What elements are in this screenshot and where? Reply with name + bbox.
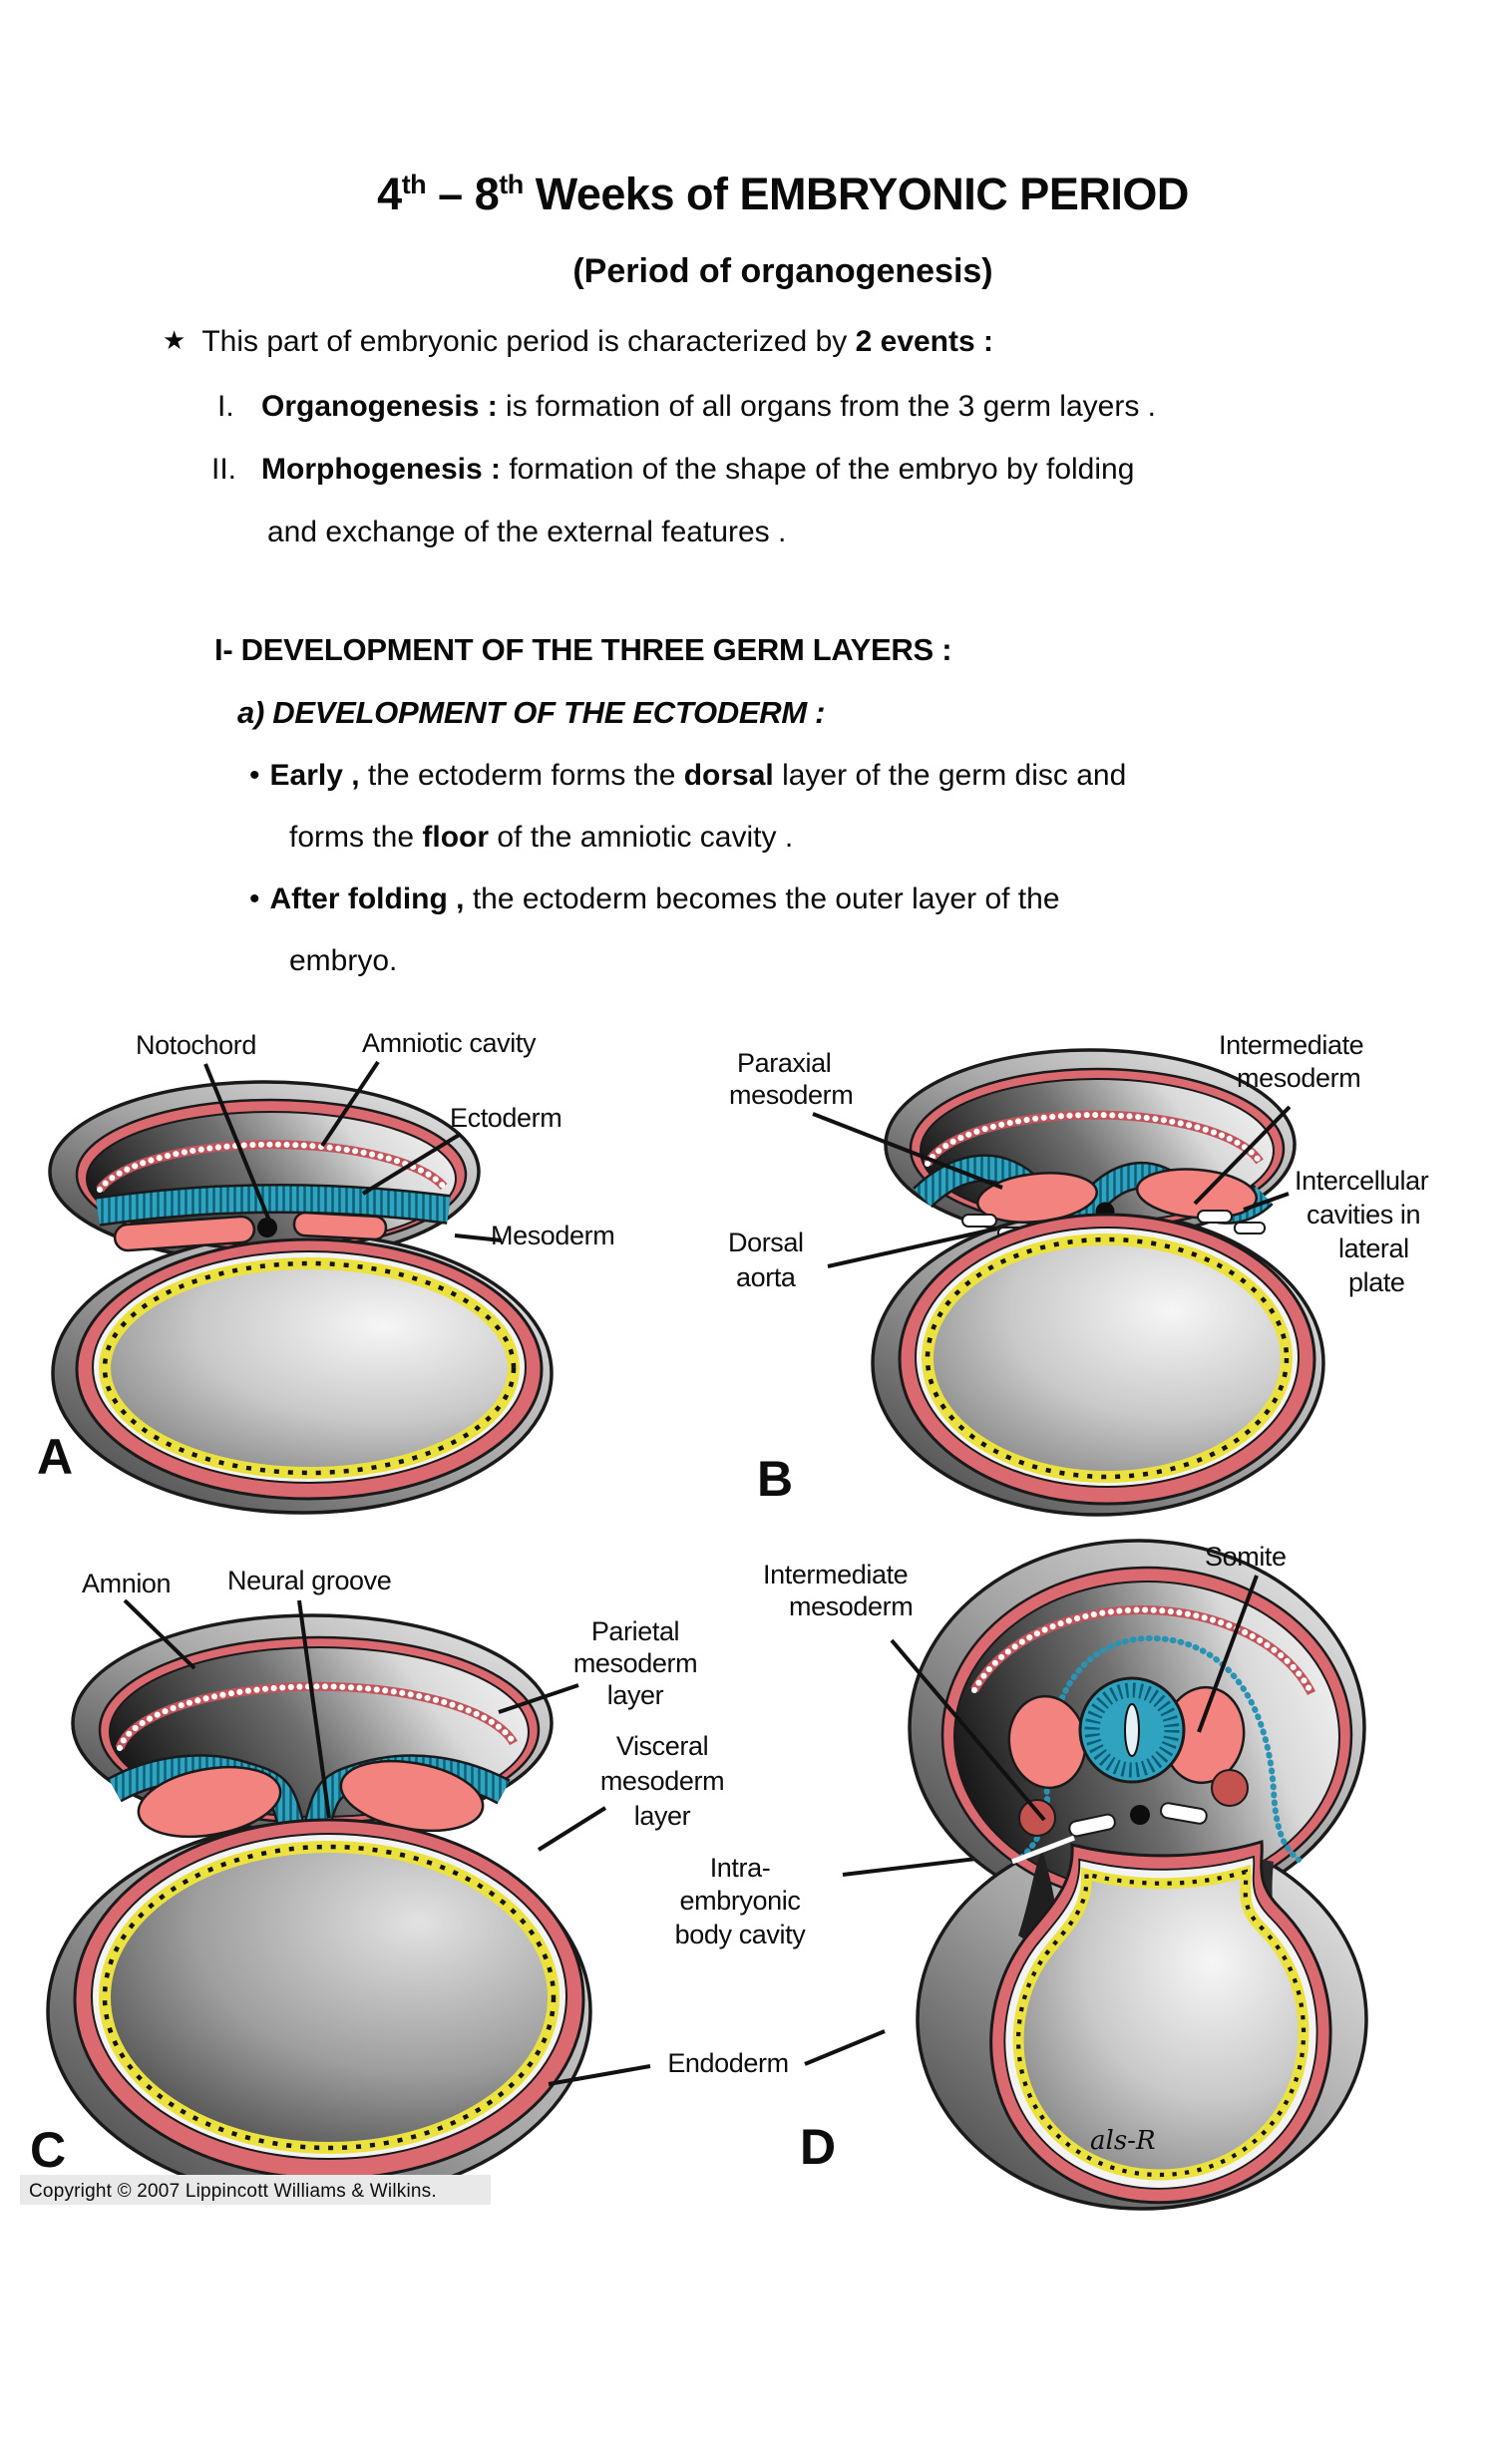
label-visceral-1: Visceral <box>616 1731 708 1761</box>
label-intra-1: Intra- <box>710 1853 771 1883</box>
panel-a: Notochord Amniotic cavity Ectoderm Mesod… <box>37 1028 615 1515</box>
label-neural-groove: Neural groove <box>227 1566 391 1595</box>
panel-c-mesoderm-left <box>137 1765 282 1839</box>
label-intermediate-2: mesoderm <box>1237 1063 1360 1093</box>
panel-c-visceral-leader <box>537 1806 607 1852</box>
panel-b-embryo-body <box>871 1048 1325 1517</box>
label-parietal-3: layer <box>607 1680 664 1710</box>
panel-a-mesoderm-leader <box>454 1233 503 1242</box>
panel-d-intermediate-leader <box>890 1638 1046 1822</box>
panel-a-notochord-dot <box>257 1218 277 1237</box>
panel-a-embryo-body <box>48 1080 554 1515</box>
panel-b-intermediate-leader <box>1193 1105 1292 1206</box>
panel-c-letter: C <box>30 2122 66 2178</box>
panel-d-somite-leader <box>1197 1575 1259 1733</box>
intro-line: ★This part of embryonic period is charac… <box>163 325 994 358</box>
label-d-intermediate-2: mesoderm <box>789 1591 913 1621</box>
label-intercellular-4: plate <box>1348 1267 1405 1297</box>
panel-d-notochord-dot <box>1130 1805 1150 1825</box>
label-amniotic-cavity: Amniotic cavity <box>362 1028 537 1058</box>
label-d-intermediate-1: Intermediate <box>763 1560 908 1589</box>
panel-c-embryo-body <box>46 1613 592 2203</box>
panel-b-paraxial-leader <box>812 1112 1003 1190</box>
bullet-early-line1: •Early , the ectoderm forms the dorsal l… <box>249 759 1127 792</box>
panel-b-letter: B <box>757 1451 793 1507</box>
page-title: 4th – 8th Weeks of EMBRYONIC PERIOD <box>377 169 1189 219</box>
endoderm-leader-left <box>548 2064 651 2086</box>
panel-d-cavity-oval <box>1160 1802 1208 1825</box>
panel-b-dorsal-aorta-leader <box>827 1227 998 1268</box>
label-intra-3: body cavity <box>675 1920 807 1949</box>
bullet-after-folding-line1: •After folding , the ectoderm becomes th… <box>249 882 1060 915</box>
panel-d-letter: D <box>800 2119 836 2175</box>
copyright-strip <box>20 2175 491 2205</box>
panel-a-letter: A <box>37 1429 73 1485</box>
label-mesoderm: Mesoderm <box>491 1221 614 1250</box>
label-amnion: Amnion <box>82 1569 171 1598</box>
list-item-2-continued: and exchange of the external features . <box>267 516 787 548</box>
panel-c: Amnion Neural groove Parietal mesoderm l… <box>20 1566 1028 2205</box>
panel-c-neural-groove-leader <box>297 1599 331 1819</box>
title-superscript: th <box>401 170 427 199</box>
panel-b-intercellular-leader <box>1243 1192 1290 1212</box>
panel-d-cavity-oval <box>1068 1813 1116 1838</box>
panel-d-neural-canal <box>1124 1703 1140 1757</box>
label-intercellular-3: lateral <box>1338 1233 1409 1263</box>
list-item-1: I.Organogenesis : is formation of all or… <box>217 390 1156 423</box>
panel-d-endoderm-ring <box>1012 1864 1309 2181</box>
panel-d-intermediate-mesoderm-left <box>1018 1799 1056 1837</box>
panel-a-notochord-leader <box>203 1063 271 1222</box>
panel-a-mesoderm-left <box>113 1215 256 1252</box>
copyright-text: Copyright © 2007 Lippincott Williams & W… <box>29 2181 437 2202</box>
label-parietal-2: mesoderm <box>573 1648 697 1678</box>
label-somite: Somite <box>1205 1542 1287 1572</box>
panel-d-surface-ectoderm-line <box>1043 1634 1302 1863</box>
label-endoderm: Endoderm <box>667 2048 788 2078</box>
star-bullet-icon: ★ <box>163 325 187 355</box>
panel-b-cavity-oval <box>1197 1210 1233 1224</box>
panel-d-embryo-body <box>908 1539 1368 2211</box>
panel-d: Intermediate mesoderm Somite D als-R <box>763 1539 1368 2211</box>
panel-c-amnion-leader <box>123 1598 196 1670</box>
label-paraxial-2: mesoderm <box>729 1080 853 1110</box>
label-intercellular-2: cavities in <box>1307 1200 1420 1230</box>
label-visceral-3: layer <box>634 1801 691 1831</box>
label-ectoderm: Ectoderm <box>450 1103 561 1133</box>
panel-c-parietal-leader <box>498 1683 579 1714</box>
label-dorsal-aorta-1: Dorsal <box>728 1228 804 1257</box>
label-intermediate-1: Intermediate <box>1219 1030 1363 1060</box>
section-heading: I- DEVELOPMENT OF THE THREE GERM LAYERS … <box>214 632 952 667</box>
label-intercellular-1: Intercellular <box>1295 1166 1429 1196</box>
illustrator-signature: als-R <box>1090 2126 1156 2156</box>
panel-a-amniotic-cavity-leader <box>320 1060 380 1148</box>
bullet-icon: • <box>249 882 260 915</box>
bullet-after-folding-line2: embryo. <box>289 944 398 977</box>
panel-a-ectoderm-band <box>96 1186 451 1225</box>
label-intra-2: embryonic <box>680 1886 801 1916</box>
panel-a-mesoderm-right <box>292 1211 388 1241</box>
title-superscript: th <box>499 170 524 199</box>
label-visceral-2: mesoderm <box>600 1766 724 1796</box>
subsection-heading: a) DEVELOPMENT OF THE ECTODERM : <box>237 695 826 730</box>
panel-d-intermediate-mesoderm-right <box>1211 1769 1249 1807</box>
panel-b: Paraxial mesoderm Intermediate mesoderm … <box>728 1030 1429 1517</box>
panel-d-waist-highlight <box>1011 1835 1075 1865</box>
page-subtitle: (Period of organogenesis) <box>572 252 993 290</box>
panel-a-ectoderm-leader <box>361 1132 463 1196</box>
label-notochord: Notochord <box>136 1030 256 1060</box>
list-item-2: II.Morphogenesis : formation of the shap… <box>211 453 1135 486</box>
panel-b-cavity-oval <box>961 1214 997 1228</box>
endoderm-leader-right <box>804 2029 886 2066</box>
bullet-icon: • <box>249 759 260 792</box>
embryo-cross-sections-figure: Notochord Amniotic cavity Ectoderm Mesod… <box>20 1028 1429 2211</box>
label-dorsal-aorta-2: aorta <box>736 1262 797 1292</box>
panel-b-paraxial-mesoderm-right <box>1135 1168 1259 1220</box>
label-parietal-1: Parietal <box>591 1616 679 1646</box>
panel-b-cavity-oval <box>1234 1222 1266 1234</box>
bullet-early-line2: forms the floor of the amniotic cavity . <box>289 821 794 854</box>
label-paraxial-1: Paraxial <box>737 1048 831 1078</box>
